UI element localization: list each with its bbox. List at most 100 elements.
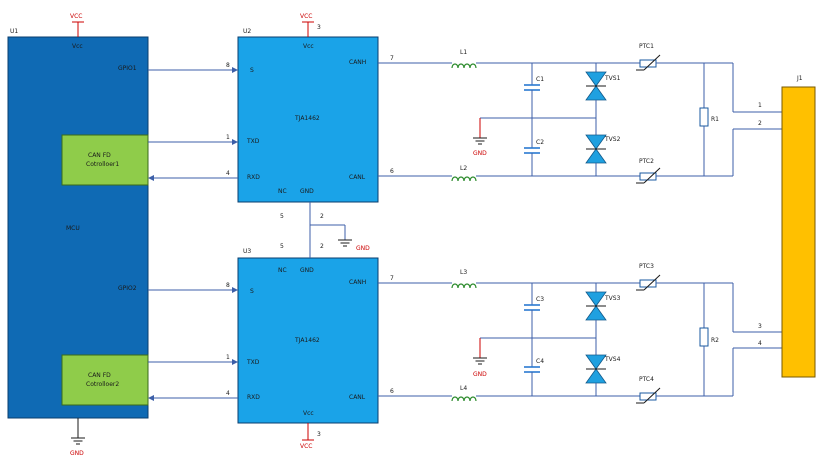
- mcu-name: MCU: [66, 225, 80, 232]
- mcu-block: U1 Vcc MCU GPIO1 GPIO2 CAN FD Cotrolloer…: [7, 28, 149, 419]
- tvs4-diode: [585, 354, 607, 370]
- u3-nc-pin: NC: [278, 267, 287, 274]
- j1-pin-3: 3: [758, 323, 762, 330]
- u2-txd-pin-number: 1: [226, 134, 230, 141]
- u3-txd-pin: TXD: [246, 359, 260, 366]
- c1-label: C1: [536, 76, 544, 83]
- can-controller-1-line2: Cotrolloer1: [86, 161, 119, 168]
- ptc1-label: PTC1: [639, 43, 654, 50]
- mcu-gpio1: GPIO1: [118, 65, 137, 72]
- u2-canh-pin: CANH: [349, 59, 366, 66]
- u3-vcc-label: VCC: [300, 443, 312, 450]
- tvs1-diode: [585, 71, 607, 87]
- l3-label: L3: [460, 269, 467, 276]
- j1-pin-1: 1: [758, 102, 762, 109]
- connector-j1: J1 1 2 3 4: [758, 75, 816, 378]
- j1-label: J1: [796, 75, 803, 82]
- u3-gnd-pin-number: 2: [320, 243, 324, 250]
- ptc3-label: PTC3: [639, 263, 654, 270]
- u2-canh-pin-number: 7: [390, 55, 394, 62]
- can-controller-2-line2: Cotrolloer2: [86, 381, 119, 388]
- inductor-l3: [451, 283, 477, 289]
- u2-nc-pin: NC: [278, 188, 287, 195]
- ch2-gnd-label: GND: [473, 371, 487, 378]
- mcu-gnd-symbol: GND: [70, 418, 85, 457]
- mcu-gpio2: GPIO2: [118, 285, 137, 292]
- transceiver-gnd-label: GND: [356, 245, 370, 252]
- u3-canh-pin: CANH: [349, 279, 366, 286]
- resistor-r2: [699, 327, 709, 347]
- transceiver-u2: U2 Vcc TJA1462 S TXD RXD CANH CANL NC GN…: [237, 28, 379, 203]
- u3-vcc-pin-number: 3: [317, 431, 321, 438]
- r2-label: R2: [711, 337, 719, 344]
- u3-s-pin-number: 8: [226, 282, 230, 289]
- u2-s-pin-number: 8: [226, 62, 230, 69]
- can-controller-2: [61, 354, 149, 406]
- c3-label: C3: [536, 296, 544, 303]
- u3-rxd-pin-number: 4: [226, 390, 230, 397]
- u3-vcc-symbol: VCC 3: [300, 423, 321, 450]
- j1-pin-2: 2: [758, 120, 762, 127]
- mcu-vcc-label: VCC: [70, 13, 82, 20]
- u2-gnd-pin: GND: [300, 188, 314, 195]
- inductor-l1: [451, 63, 477, 69]
- mcu-vcc-pin: Vcc: [72, 43, 83, 50]
- u3-rxd-pin: RXD: [247, 394, 260, 401]
- u2-nc-pin-number: 5: [280, 213, 284, 220]
- mcu-signal-wires: 8 1 4 8 1 4: [148, 62, 238, 401]
- u3-canl-pin-number: 6: [390, 388, 394, 395]
- c4-label: C4: [536, 358, 544, 365]
- tvs2-label: TVS2: [604, 136, 621, 143]
- r1-label: R1: [711, 116, 719, 123]
- resistor-r1: [699, 107, 709, 127]
- ptc2-label: PTC2: [639, 158, 654, 165]
- u3-canl-pin: CANL: [349, 394, 366, 401]
- ch1-gnd-label: GND: [473, 150, 487, 157]
- j1-pin-4: 4: [758, 340, 762, 347]
- u3-txd-pin-number: 1: [226, 354, 230, 361]
- inductor-l2: [451, 176, 477, 182]
- mcu-gnd-label: GND: [70, 450, 84, 457]
- can-controller-2-line1: CAN FD: [88, 372, 111, 379]
- transceiver-gnd-link: GND 5 2 5 2: [280, 202, 370, 258]
- channel-2-network: 7 L3 6 L4 C3 C4 TVS3 TVS4 GND: [378, 263, 782, 404]
- tvs2-diode: [585, 134, 607, 150]
- tvs3-label: TVS3: [604, 295, 621, 302]
- u2-vcc-symbol: VCC 3: [300, 13, 321, 37]
- tvs4-label: TVS4: [604, 356, 621, 363]
- can-controller-1-line1: CAN FD: [88, 152, 111, 159]
- mcu-vcc-symbol: VCC: [70, 13, 84, 37]
- tvs1-label: TVS1: [604, 75, 621, 82]
- mcu-ref: U1: [10, 28, 18, 35]
- tvs3-diode: [585, 291, 607, 307]
- u2-name: TJA1462: [294, 115, 320, 122]
- l2-label: L2: [460, 165, 467, 172]
- u2-vcc-pin-number: 3: [317, 24, 321, 31]
- u3-name: TJA1462: [294, 337, 320, 344]
- u3-nc-pin-number: 5: [280, 243, 284, 250]
- inductor-l4: [451, 396, 477, 402]
- u2-ref: U2: [243, 28, 251, 35]
- c2-label: C2: [536, 139, 544, 146]
- u3-gnd-pin: GND: [300, 267, 314, 274]
- u3-ref: U3: [243, 248, 251, 255]
- u2-vcc-pin: Vcc: [303, 43, 314, 50]
- can-controller-1: [61, 134, 149, 186]
- u2-canl-pin: CANL: [349, 174, 366, 181]
- u2-rxd-pin-number: 4: [226, 170, 230, 177]
- channel-1-network: 7 L1 6 L2 C1 C2 TVS1 TVS2: [378, 43, 782, 184]
- u2-rxd-pin: RXD: [247, 174, 260, 181]
- u2-vcc-label: VCC: [300, 13, 312, 20]
- u2-s-pin: S: [250, 67, 254, 74]
- ptc4-label: PTC4: [639, 376, 654, 383]
- u2-gnd-pin-number: 2: [320, 213, 324, 220]
- u3-canh-pin-number: 7: [390, 275, 394, 282]
- l1-label: L1: [460, 49, 467, 56]
- u3-s-pin: S: [250, 288, 254, 295]
- transceiver-u3: U3 NC GND TJA1462 S TXD RXD CANH CANL Vc…: [237, 248, 379, 424]
- l4-label: L4: [460, 385, 467, 392]
- u2-txd-pin: TXD: [246, 138, 260, 145]
- u3-vcc-pin: Vcc: [303, 410, 314, 417]
- u2-canl-pin-number: 6: [390, 168, 394, 175]
